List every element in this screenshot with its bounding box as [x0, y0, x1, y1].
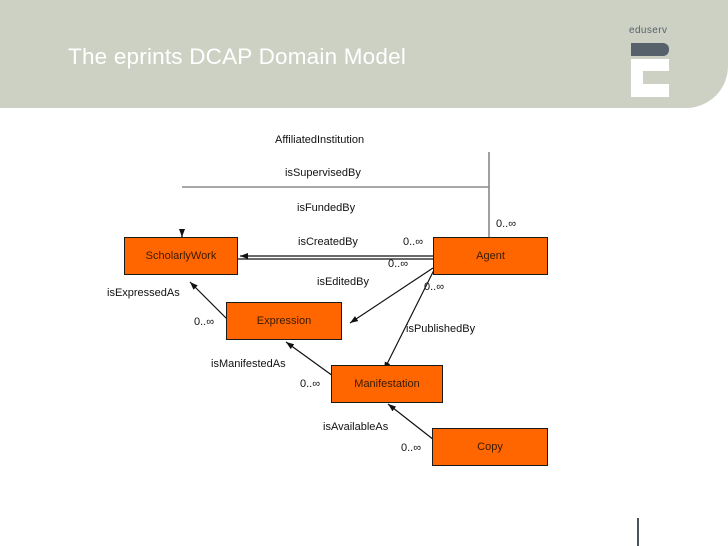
cardinality-is-available-as: 0..∞	[401, 442, 422, 454]
connector-is-expressed-as	[189, 281, 229, 321]
entity-expression[interactable]: Expression	[226, 302, 342, 340]
connector-is-published-by	[383, 269, 435, 371]
entity-agent[interactable]: Agent	[433, 237, 548, 275]
cardinality-is-expressed-as: 0..∞	[194, 316, 215, 328]
edge-label-is-edited-by: isEditedBy	[317, 276, 369, 288]
entity-copy-label: Copy	[477, 441, 503, 453]
edge-label-is-supervised-by: isSupervisedBy	[285, 167, 361, 179]
cardinality-is-created-by: 0..∞	[403, 236, 424, 248]
logo-bar-shape	[631, 43, 669, 56]
diagram-connectors	[179, 152, 490, 441]
edge-label-is-manifested-as: isManifestedAs	[211, 358, 286, 370]
entity-manifestation[interactable]: Manifestation	[331, 365, 443, 403]
edge-label-affiliated-institution: AffiliatedInstitution	[275, 134, 365, 146]
connector-is-manifested-as	[285, 341, 334, 377]
entity-copy[interactable]: Copy	[432, 428, 548, 466]
cardinality-affiliated-institution: 0..∞	[496, 218, 517, 230]
page-title: The eprints DCAP Domain Model	[68, 44, 407, 69]
cardinality-is-published-by: 0..∞	[424, 281, 445, 293]
edge-label-is-available-as: isAvailableAs	[323, 421, 389, 433]
edge-label-is-created-by: isCreatedBy	[298, 236, 358, 248]
entity-agent-label: Agent	[476, 250, 505, 262]
entity-expression-label: Expression	[256, 315, 312, 327]
eduserv-wordmark: eduserv	[629, 25, 668, 36]
cardinality-is-manifested-as: 0..∞	[300, 378, 321, 390]
entity-scholarly-work[interactable]: ScholarlyWork	[124, 237, 238, 275]
edge-label-is-published-by: isPublishedBy	[406, 323, 476, 335]
logo-e-notch-shape	[643, 71, 669, 84]
edge-label-is-funded-by: isFundedBy	[297, 202, 356, 214]
cardinality-is-edited-by: 0..∞	[388, 258, 409, 270]
header-band	[0, 0, 728, 108]
entity-manifestation-label: Manifestation	[354, 378, 420, 390]
connector-is-edited-by	[349, 267, 434, 324]
connector-is-available-as	[387, 403, 435, 441]
domain-model-diagram: ScholarlyWork Agent Expression Manifesta…	[0, 108, 728, 546]
entity-scholarly-work-label: ScholarlyWork	[145, 250, 217, 262]
edge-label-is-expressed-as: isExpressedAs	[107, 287, 180, 299]
bottom-right-rule	[637, 518, 639, 546]
eduserv-logo: eduserv	[629, 25, 685, 97]
